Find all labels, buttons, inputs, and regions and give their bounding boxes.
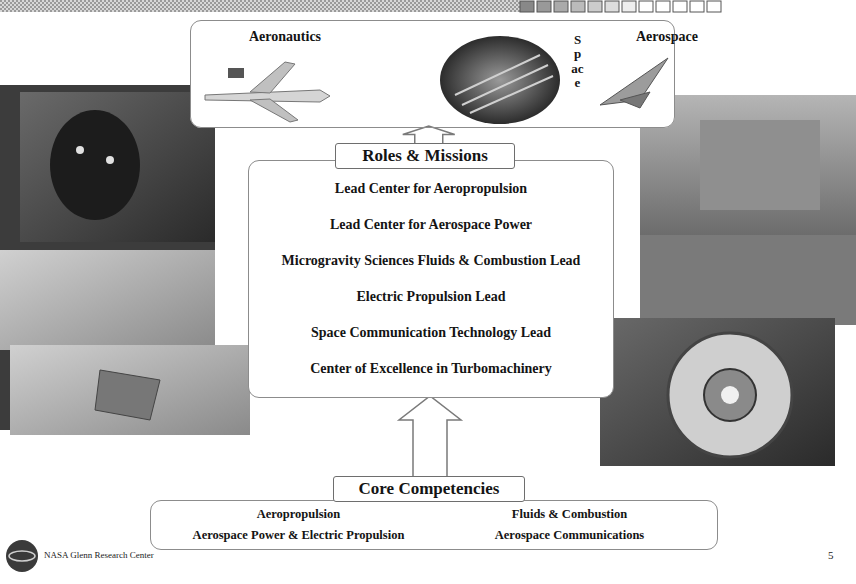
node-text: Fluids & Combustion <box>512 507 627 522</box>
heading-text: Core Competencies <box>359 479 500 499</box>
node-text: Center of Excellence in Turbomachinery <box>310 361 552 377</box>
node-text: Aeronautics <box>249 29 321 45</box>
mission-panel: AeronauticsSpaceAerospace <box>190 20 675 128</box>
heading-text: Roles & Missions <box>362 146 488 166</box>
node-text: Aeropropulsion <box>257 507 341 522</box>
nasa-logo <box>6 540 38 572</box>
roles-list-box: Lead Center for AeropropulsionLead Cente… <box>248 160 614 398</box>
spaceplane-sketch <box>600 58 668 108</box>
footer-text: NASA Glenn Research Center <box>44 550 154 560</box>
block-arrow <box>399 396 461 478</box>
node-text: Lead Center for Aerospace Power <box>330 217 532 233</box>
page-number: 5 <box>828 549 834 561</box>
competency-box: Aeropropulsion Fluids & CombustionAerospa… <box>150 500 718 550</box>
section-heading: Core Competencies <box>333 476 525 502</box>
node-text: Space Communication Technology Lead <box>311 325 551 341</box>
node-text: Aerospace <box>636 29 698 45</box>
node-text: Microgravity Sciences Fluids & Combustio… <box>282 253 581 269</box>
aircraft-sketch <box>205 62 330 122</box>
node-text: Space <box>571 33 584 90</box>
node-text: Lead Center for Aeropropulsion <box>335 181 527 197</box>
space-photo <box>440 36 560 124</box>
node-text: Aerospace Power & Electric Propulsion <box>193 528 405 543</box>
section-heading: Roles & Missions <box>335 143 515 169</box>
node-text: Aerospace Communications <box>495 528 644 543</box>
node-text: Electric Propulsion Lead <box>356 289 505 305</box>
header-bar <box>0 0 721 12</box>
